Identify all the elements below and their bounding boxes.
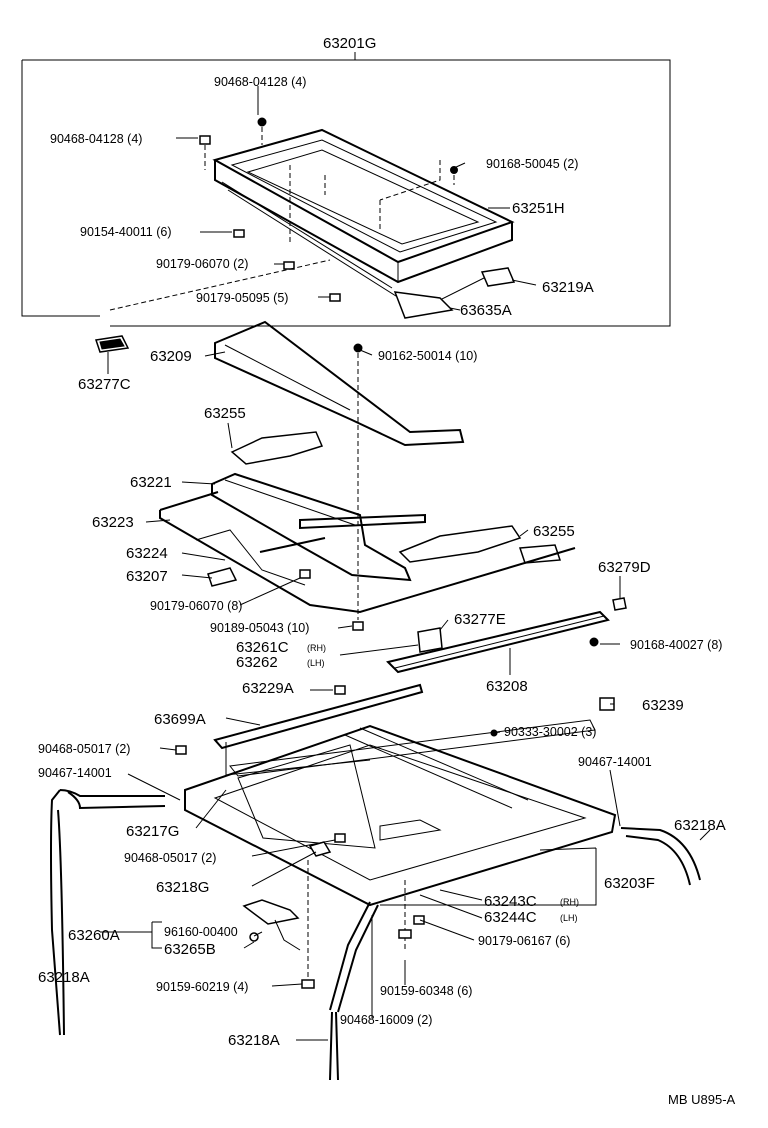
clip-63277C <box>95 259 331 353</box>
label-90168-50045: 90168-50045 (2) <box>486 157 578 171</box>
label-63221: 63221 <box>130 474 172 491</box>
label-63219A: 63219A <box>542 279 594 296</box>
label-63255-left: 63255 <box>204 405 246 422</box>
label-90468-04128-top: 90468-04128 (4) <box>214 75 306 89</box>
label-63239: 63239 <box>642 697 684 714</box>
label-90467-14001-left: 90467-14001 <box>38 766 112 780</box>
label-63265B: 63265B <box>164 941 216 958</box>
assembly-outline <box>21 52 671 327</box>
label-90159-60348: 90159-60348 (6) <box>380 984 472 998</box>
small-fasteners-mid <box>299 343 627 695</box>
label-63279D: 63279D <box>598 559 651 576</box>
leader-lines <box>100 86 711 1041</box>
label-90333-30002: 90333-30002 (3) <box>504 725 596 739</box>
label-63218A-left: 63218A <box>38 969 90 986</box>
label-63251H: 63251H <box>512 200 565 217</box>
label-90179-06070-b: 90179-06070 (8) <box>150 599 242 613</box>
label-63255-right: 63255 <box>533 523 575 540</box>
label-63243C-side: (RH) <box>560 897 579 907</box>
label-63277E: 63277E <box>454 611 506 628</box>
label-90179-06070-a: 90179-06070 (2) <box>156 257 248 271</box>
label-90468-04128-left: 90468-04128 (4) <box>50 132 142 146</box>
label-63262-side: (LH) <box>307 658 325 668</box>
label-63635A: 63635A <box>460 302 512 319</box>
cushion-63239 <box>599 697 615 711</box>
rail-63208 <box>386 610 610 674</box>
diagram-code: MB U895-A <box>668 1092 736 1107</box>
label-63217G: 63217G <box>126 823 179 840</box>
label-90159-60219: 90159-60219 (4) <box>156 980 248 994</box>
guide-63635A <box>393 291 454 319</box>
label-90468-16009: 90468-16009 (2) <box>340 1013 432 1027</box>
label-63262: 63262 <box>236 654 278 671</box>
label-63260A: 63260A <box>68 927 120 944</box>
label-63229A: 63229A <box>242 680 294 697</box>
deflector-63699A <box>213 683 424 750</box>
label-63208: 63208 <box>486 678 528 695</box>
frame-63203F <box>184 719 617 907</box>
fasteners-top <box>199 117 458 302</box>
label-63261C-side: (RH) <box>307 643 326 653</box>
label-90467-14001-right: 90467-14001 <box>578 755 652 769</box>
label-96160-00400: 96160-00400 <box>164 925 238 939</box>
label-90468-05017-b: 90468-05017 (2) <box>124 851 216 865</box>
drain-hoses-63218A <box>50 789 701 1081</box>
label-63243C: 63243C <box>484 893 537 910</box>
label-90468-05017-a: 90468-05017 (2) <box>38 742 130 756</box>
panel-63209 <box>214 320 465 447</box>
label-63207: 63207 <box>126 568 168 585</box>
label-63277C: 63277C <box>78 376 131 393</box>
label-63261C: 63261C <box>236 639 289 656</box>
label-90179-06167: 90179-06167 (6) <box>478 934 570 948</box>
label-63224: 63224 <box>126 545 168 562</box>
rails-63224-63207 <box>207 513 426 587</box>
glass-panel-63251H <box>212 128 515 301</box>
part-labels: 63201G 90468-04128 (4) 90468-04128 (4) 9… <box>38 35 736 1107</box>
label-63244C-side: (LH) <box>560 913 578 923</box>
cables-63243C-63244C <box>379 819 442 841</box>
label-63244C: 63244C <box>484 909 537 926</box>
label-90162-50014: 90162-50014 (10) <box>378 349 477 363</box>
label-63218A-bottom: 63218A <box>228 1032 280 1049</box>
label-63203F: 63203F <box>604 875 655 892</box>
brackets-63255 <box>230 431 562 564</box>
label-90168-40027: 90168-40027 (8) <box>630 638 722 652</box>
label-63209: 63209 <box>150 348 192 365</box>
bracket-63219A <box>480 267 516 287</box>
lower-fasteners <box>175 729 498 989</box>
label-90154-40011: 90154-40011 (6) <box>80 225 172 239</box>
label-63223: 63223 <box>92 514 134 531</box>
label-63218A-right: 63218A <box>674 817 726 834</box>
label-63201G: 63201G <box>323 35 376 52</box>
label-90179-05095: 90179-05095 (5) <box>196 291 288 305</box>
label-63218G: 63218G <box>156 879 209 896</box>
label-63699A: 63699A <box>154 711 206 728</box>
panel-63221 <box>211 472 412 582</box>
label-90189-05043: 90189-05043 (10) <box>210 621 309 635</box>
weatherstrip-63223 <box>159 491 576 614</box>
